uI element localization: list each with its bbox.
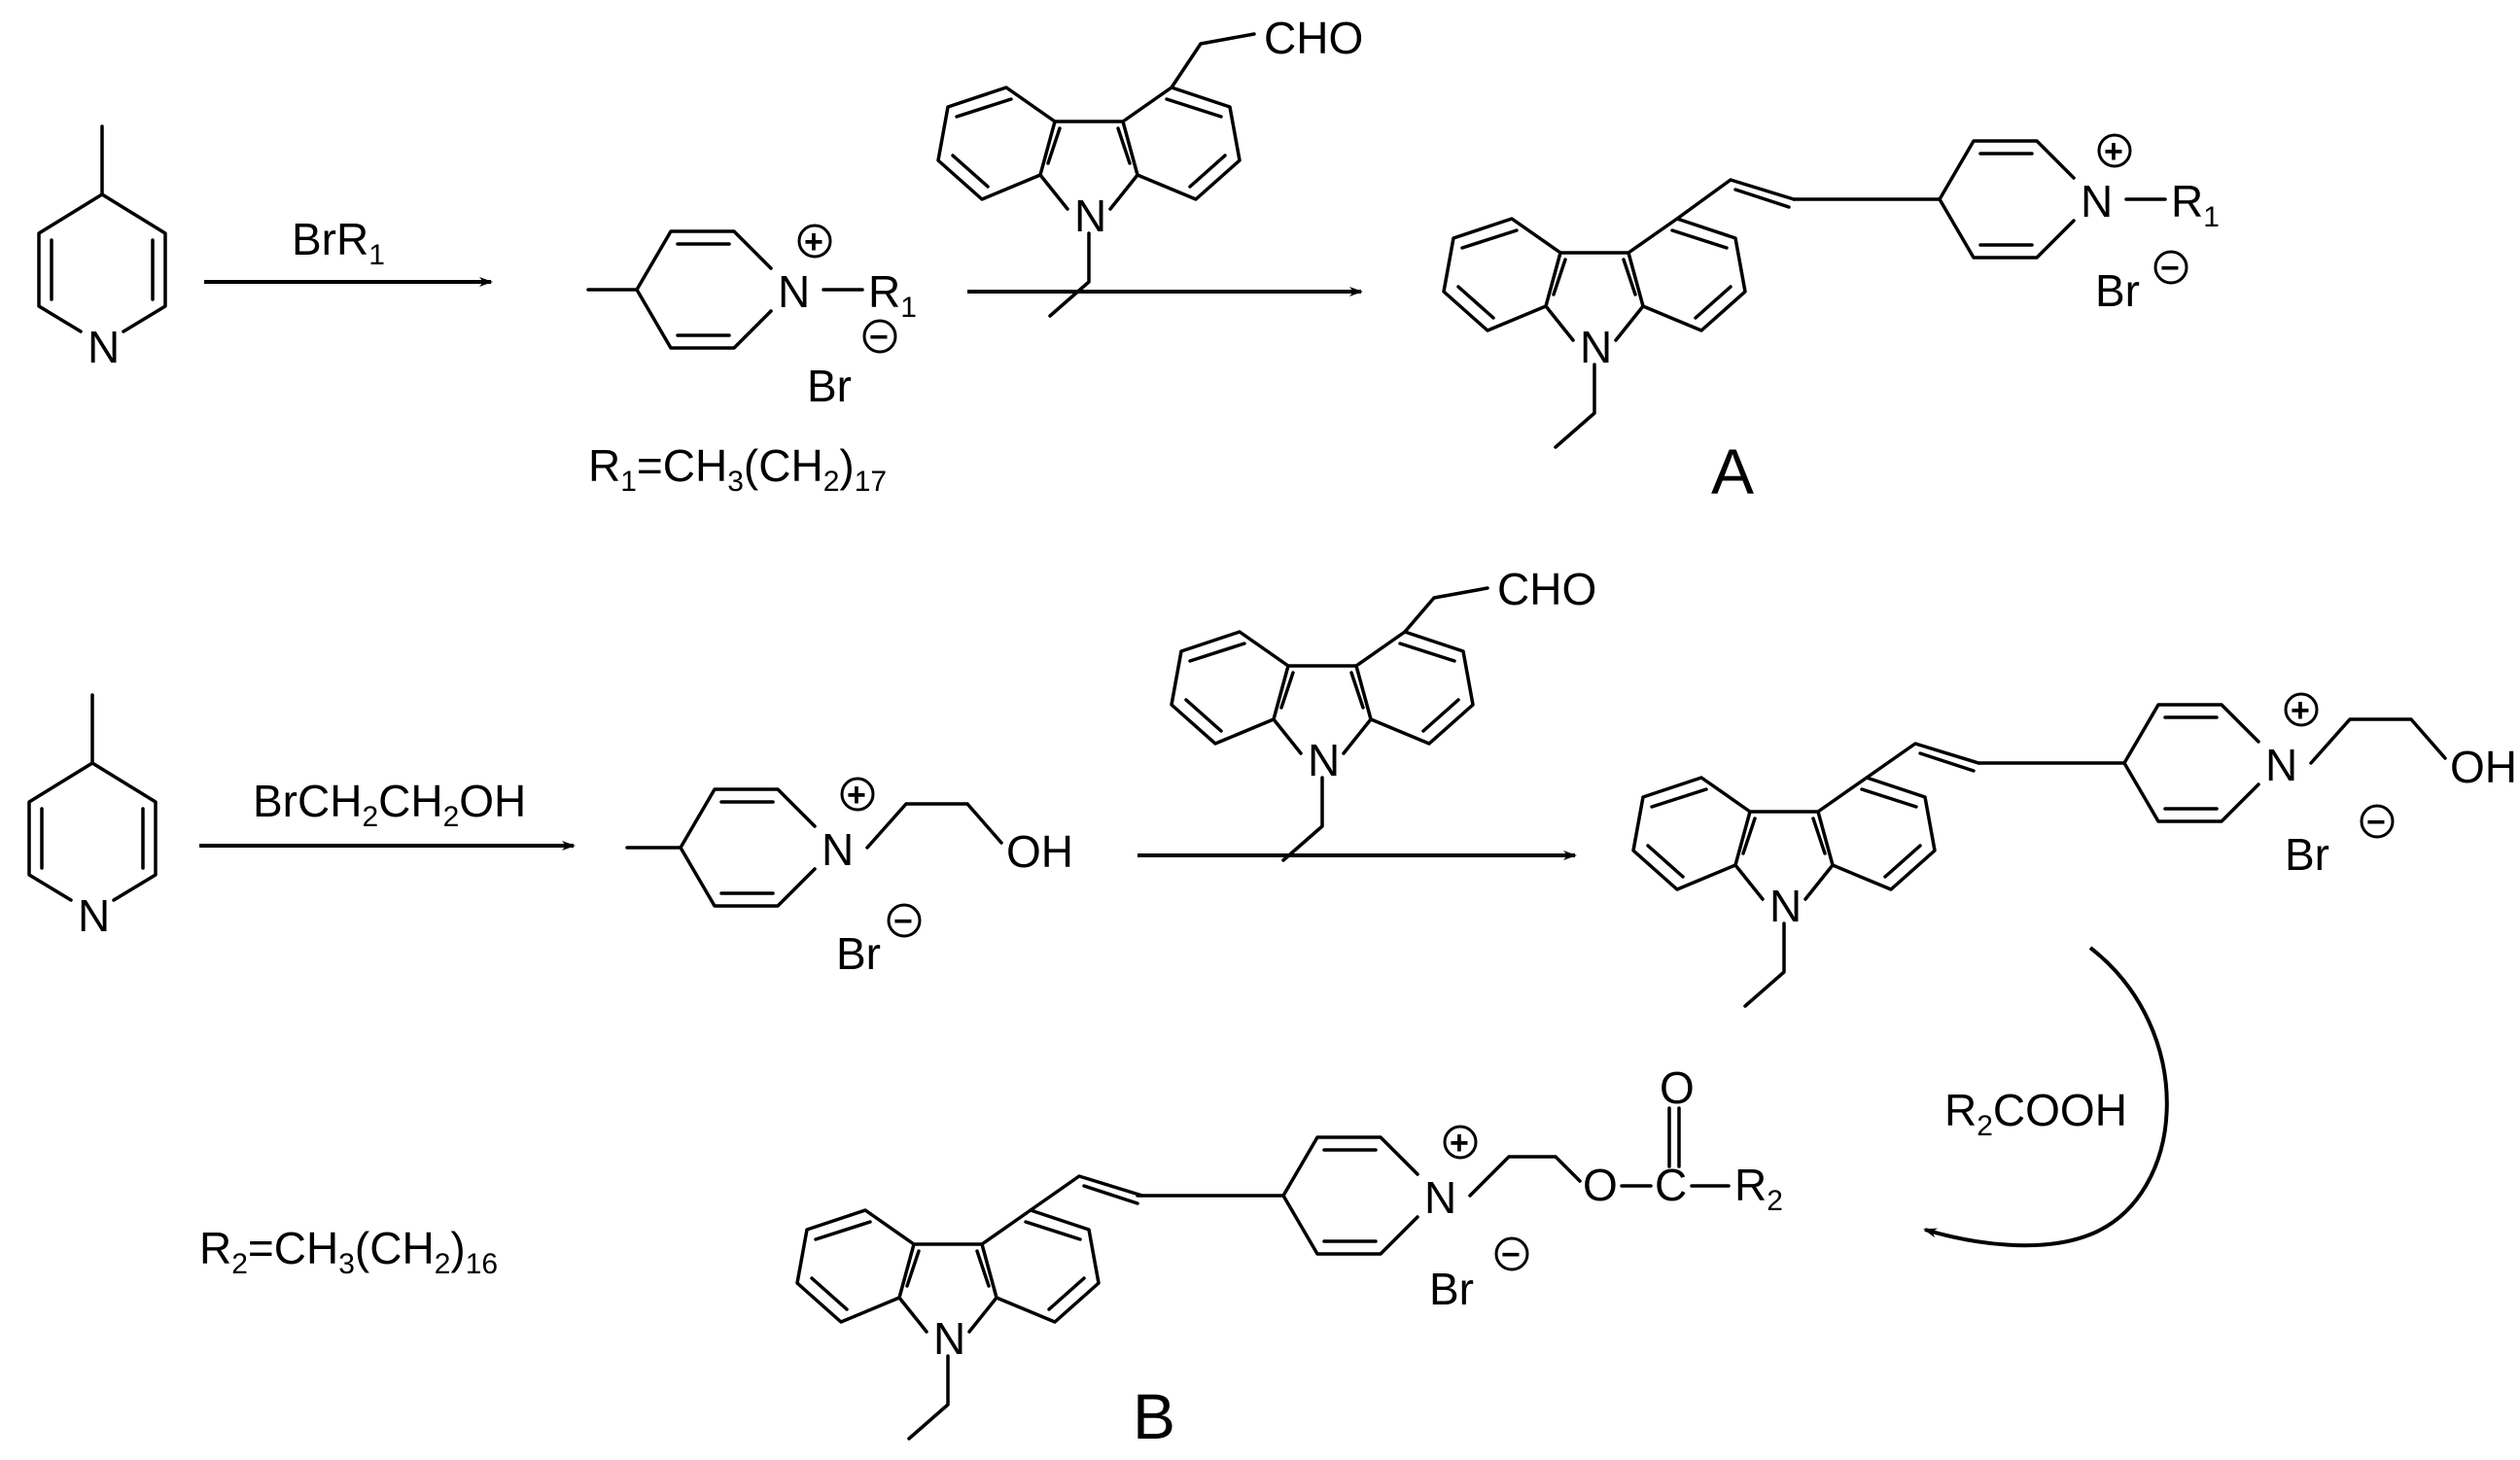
svg-text:−: − bbox=[869, 319, 889, 356]
svg-text:−: − bbox=[1501, 1236, 1521, 1273]
atom-n: N bbox=[2265, 740, 2297, 790]
plus-charge-icon bbox=[797, 224, 832, 259]
reagent-carbazole-aldehyde-top: N CHO bbox=[936, 13, 1363, 318]
minus-charge-icon bbox=[2153, 250, 2188, 285]
counterion-br: Br bbox=[1429, 1264, 1474, 1314]
counterion-br: Br bbox=[836, 928, 881, 979]
atom-n: N bbox=[88, 322, 120, 372]
definition-r2: R2=CH3(CH2)16 bbox=[199, 1223, 498, 1280]
atom-n: N bbox=[78, 890, 110, 941]
plus-charge-icon bbox=[840, 777, 875, 812]
product-a: N N R1 + − Br bbox=[1442, 133, 2220, 449]
reagent-brr1: BrR1 bbox=[292, 214, 385, 271]
substituent-r1: R1 bbox=[868, 266, 917, 324]
svg-text:+: + bbox=[2104, 133, 2123, 170]
atom-o: O bbox=[1583, 1160, 1618, 1210]
atom-n: N bbox=[933, 1313, 965, 1364]
intermediate-picolinium-r1: N R1 + − Br bbox=[586, 224, 917, 411]
atom-n: N bbox=[1308, 735, 1340, 785]
counterion-br: Br bbox=[807, 361, 852, 411]
atom-n: N bbox=[1074, 191, 1106, 241]
svg-text:+: + bbox=[1450, 1125, 1469, 1162]
plus-charge-icon bbox=[2097, 133, 2132, 168]
reagent-r2cooh: R2COOH bbox=[1944, 1085, 2127, 1142]
atom-n: N bbox=[822, 824, 854, 875]
plus-charge-icon bbox=[2284, 692, 2319, 727]
atom-c: C bbox=[1655, 1160, 1687, 1210]
intermediate-picolinium-hydroxyethyl: N OH + − Br bbox=[625, 777, 1073, 979]
svg-text:−: − bbox=[893, 903, 913, 940]
substituent-r2: R2 bbox=[1734, 1160, 1783, 1217]
atom-n: N bbox=[778, 266, 810, 317]
group-cho: CHO bbox=[1264, 13, 1363, 63]
atom-n: N bbox=[2081, 176, 2113, 226]
label-product-a: A bbox=[1711, 435, 1754, 507]
atom-n: N bbox=[1580, 322, 1612, 372]
minus-charge-icon bbox=[862, 319, 897, 354]
svg-text:−: − bbox=[2160, 250, 2180, 287]
svg-text:+: + bbox=[2291, 692, 2310, 729]
svg-text:+: + bbox=[804, 224, 823, 261]
curved-reaction-arrow bbox=[1923, 946, 2169, 1248]
group-cho: CHO bbox=[1497, 564, 1596, 614]
minus-charge-icon bbox=[1494, 1236, 1529, 1271]
plus-charge-icon bbox=[1443, 1125, 1478, 1160]
svg-text:−: − bbox=[2366, 804, 2386, 841]
label-product-b: B bbox=[1133, 1380, 1175, 1452]
counterion-br: Br bbox=[2285, 829, 2329, 880]
atom-n: N bbox=[1769, 881, 1802, 931]
group-oh: OH bbox=[2450, 742, 2517, 792]
group-oh: OH bbox=[1006, 826, 1073, 877]
atom-o-carbonyl: O bbox=[1660, 1062, 1695, 1113]
definition-r1: R1=CH3(CH2)17 bbox=[588, 440, 887, 498]
counterion-br: Br bbox=[2095, 265, 2140, 316]
minus-charge-icon bbox=[887, 903, 922, 938]
substituent-r1: R1 bbox=[2171, 176, 2220, 233]
reagent-carbazole-aldehyde-bottom: N CHO bbox=[1170, 564, 1596, 862]
reactant-4-picoline-bottom: N bbox=[27, 693, 158, 941]
reactant-4-picoline-top: N bbox=[37, 124, 167, 372]
intermediate-styryl-hydroxyethyl: N N OH + − Br bbox=[1631, 692, 2517, 1008]
reagent-bromoethanol: BrCH2CH2OH bbox=[253, 776, 526, 833]
minus-charge-icon bbox=[2360, 804, 2395, 839]
product-b: N N O C O R2 + − Br bbox=[795, 1062, 1783, 1441]
svg-text:+: + bbox=[847, 777, 866, 814]
atom-n: N bbox=[1424, 1172, 1456, 1223]
